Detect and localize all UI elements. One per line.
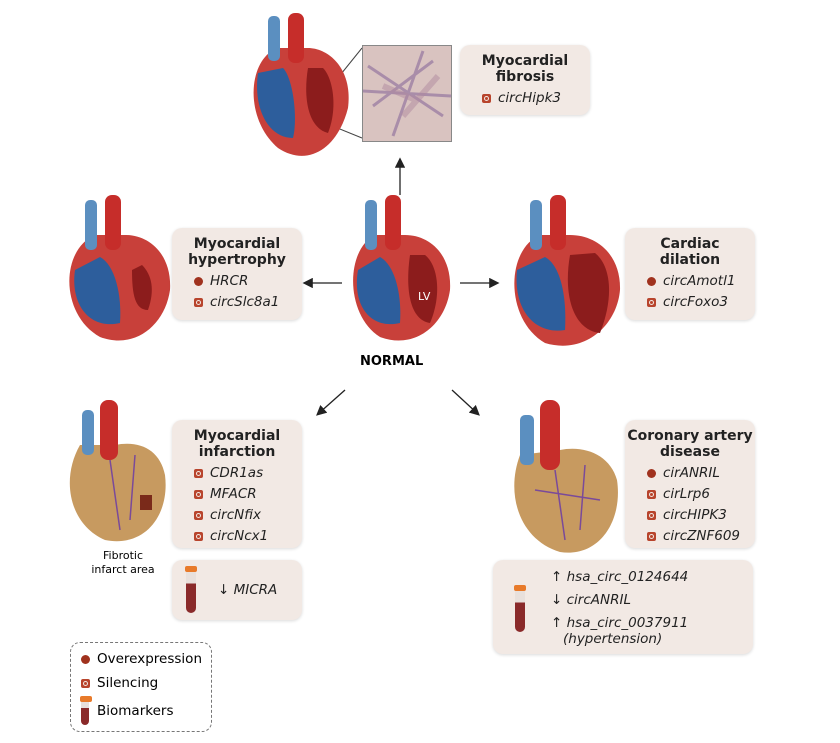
- infarction-box: Myocardial infarction CDR1as MFACR circN…: [172, 420, 302, 548]
- list-item: MFACR: [194, 486, 302, 502]
- hypertrophy-heart-image: [69, 195, 171, 341]
- list-item: HRCR: [194, 273, 302, 289]
- biomarker-item: ↑ hsa_circ_0124644: [551, 569, 689, 585]
- dilation-heart-image: [514, 195, 621, 346]
- cad-box: Coronary artery disease cirANRIL cirLrp6…: [625, 420, 755, 548]
- infarction-biomarker-box: ↓ MICRA: [172, 560, 302, 620]
- silencing-icon: [482, 93, 491, 103]
- arrow-down-right: [451, 389, 480, 416]
- list-item: circAmotl1: [647, 273, 755, 289]
- list-item: circNcx1: [194, 528, 302, 544]
- overexpression-icon: [81, 654, 90, 664]
- silencing-icon: [81, 678, 90, 688]
- silencing-icon: [194, 468, 203, 478]
- cad-biomarker-box: ↑ hsa_circ_0124644 ↓ circANRIL ↑ hsa_cir…: [493, 560, 753, 654]
- dilation-box: Cardiac dilation circAmotl1 circFoxo3: [625, 228, 755, 320]
- silencing-icon: [647, 489, 656, 499]
- biomarker-item: ↓ circANRIL: [551, 592, 631, 608]
- fibrosis-heart-image: [253, 13, 349, 156]
- biomarker-item: ↓ MICRA: [218, 582, 278, 598]
- overexpression-icon: [194, 276, 203, 286]
- list-item: circHipk3: [482, 90, 590, 106]
- normal-label: NORMAL: [360, 354, 424, 369]
- fibrosis-tissue-inset: [362, 45, 452, 142]
- legend: Overexpression Silencing Biomarkers: [70, 642, 212, 732]
- list-item: circFoxo3: [647, 294, 755, 310]
- silencing-icon: [647, 510, 656, 520]
- blood-tube-icon: [80, 696, 92, 725]
- fibrotic-infarct-annotation: Fibrotic infarct area: [91, 549, 155, 576]
- fibrosis-title: Myocardial fibrosis: [481, 53, 569, 85]
- infarction-title: Myocardial infarction: [193, 428, 281, 460]
- overexpression-icon: [647, 276, 656, 286]
- biomarker-item: ↑ hsa_circ_0037911(hypertension): [551, 615, 689, 647]
- list-item: CDR1as: [194, 465, 302, 481]
- list-item: circZNF609: [647, 528, 755, 544]
- silencing-icon: [647, 531, 656, 541]
- hypertrophy-box: Myocardial hypertrophy HRCR circSlc8a1: [172, 228, 302, 320]
- infarction-heart-image: [69, 400, 166, 542]
- blood-tube-icon: [185, 566, 197, 613]
- list-item: cirANRIL: [647, 465, 755, 481]
- silencing-icon: [194, 297, 203, 307]
- silencing-icon: [194, 489, 203, 499]
- list-item: circHIPK3: [647, 507, 755, 523]
- fibrosis-box: Myocardial fibrosis circHipk3: [460, 45, 590, 115]
- cad-heart-image: [514, 400, 618, 553]
- silencing-icon: [647, 297, 656, 307]
- list-item: circSlc8a1: [194, 294, 302, 310]
- list-item: circNfix: [194, 507, 302, 523]
- overexpression-icon: [647, 468, 656, 478]
- legend-overexpression: Overexpression: [81, 651, 202, 667]
- blood-tube-icon: [514, 585, 526, 632]
- silencing-icon: [194, 531, 203, 541]
- lv-label: LV: [418, 290, 431, 303]
- silencing-icon: [194, 510, 203, 520]
- legend-silencing: Silencing: [81, 675, 158, 691]
- hypertrophy-title: Myocardial hypertrophy: [188, 236, 286, 268]
- dilation-title: Cardiac dilation: [659, 236, 721, 268]
- arrow-down-left: [316, 389, 346, 416]
- cad-title: Coronary artery disease: [627, 428, 753, 460]
- legend-biomarkers: Biomarkers: [97, 703, 174, 719]
- list-item: cirLrp6: [647, 486, 755, 502]
- normal-heart-image: [353, 195, 451, 341]
